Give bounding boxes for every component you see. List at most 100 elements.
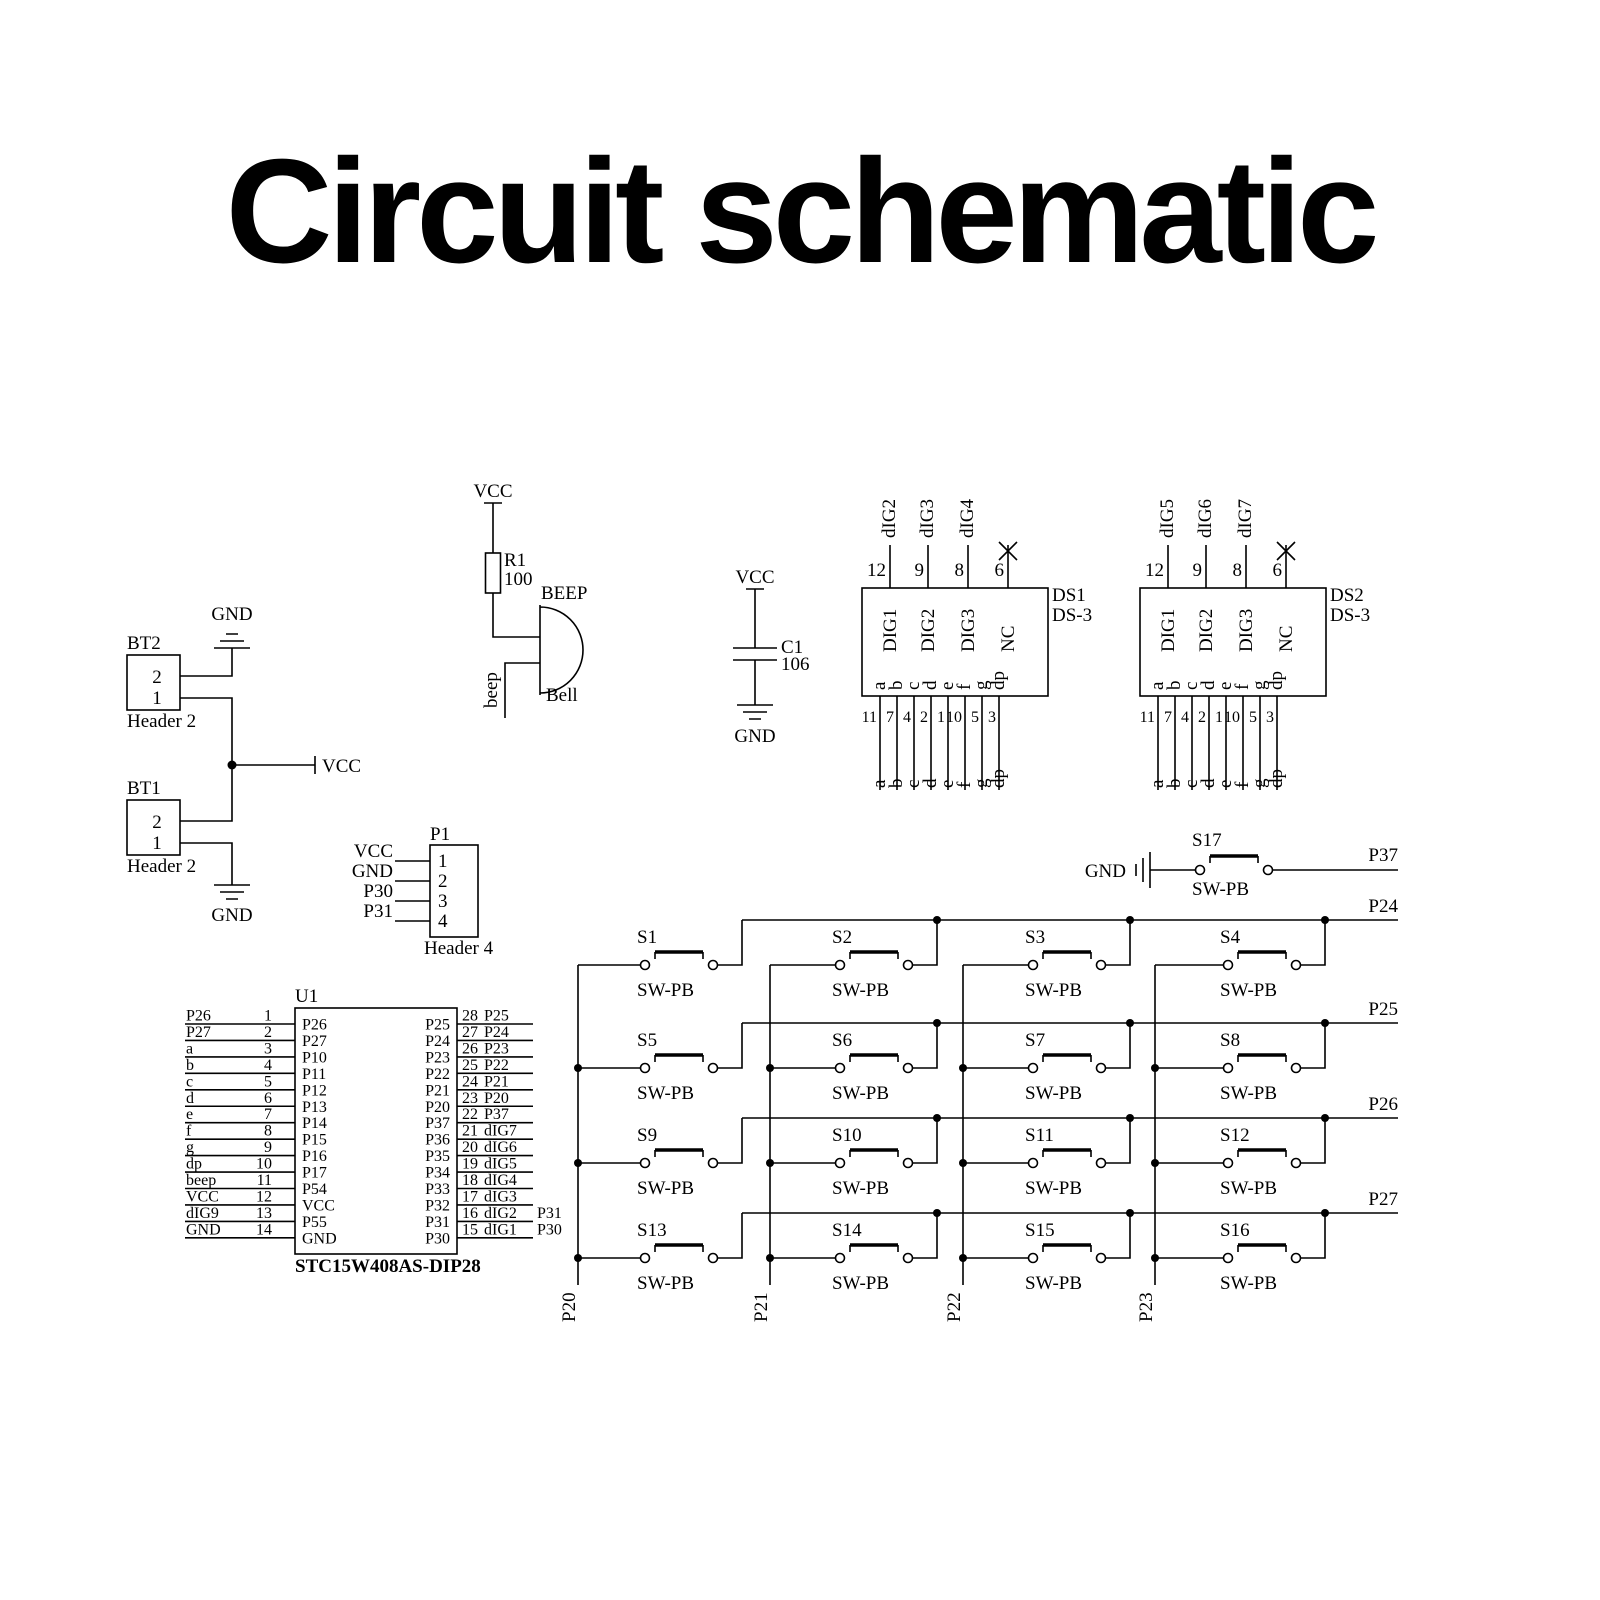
p1-net-1: VCC <box>354 841 393 862</box>
pin-name: P11 <box>302 1066 326 1083</box>
pin-name: DIG1 <box>880 609 901 652</box>
p1-pin-2: 2 <box>438 871 448 892</box>
switch-terminal-left <box>834 959 846 971</box>
junction-dot <box>1126 916 1134 924</box>
pin-number: 4 <box>1181 709 1189 726</box>
switch-ref: S6 <box>832 1030 852 1051</box>
s17-terminal-right <box>1262 864 1274 876</box>
p1-type: Header 4 <box>424 938 494 959</box>
pin-number: 13 <box>256 1205 272 1222</box>
mcu-ref: U1 <box>295 986 318 1007</box>
pin-number: 1 <box>1215 709 1223 726</box>
switch-terminal-left <box>834 1252 846 1264</box>
switch-terminal-left <box>1027 1062 1039 1074</box>
junction-dot <box>766 1064 774 1072</box>
net-label: P25 <box>484 1008 509 1025</box>
pin-name: P27 <box>302 1033 327 1050</box>
net-label: b <box>186 1057 194 1074</box>
junction-dot <box>1151 1159 1159 1167</box>
switch-ref: S9 <box>637 1125 657 1146</box>
capacitor-ref: C1 <box>781 637 803 658</box>
junction-dot <box>933 1114 941 1122</box>
switch-actuator-ticks <box>654 1055 704 1062</box>
pin-name: P23 <box>425 1049 450 1066</box>
pin-number: 14 <box>256 1221 272 1238</box>
bell-symbol <box>539 605 584 695</box>
pin-number: 10 <box>1224 709 1240 726</box>
net-label-vcc: VCC <box>735 567 774 588</box>
pin-number: 9 <box>915 560 925 581</box>
pin-name: P26 <box>302 1017 327 1034</box>
switch-actuator-ticks <box>1042 1150 1092 1157</box>
buzzer-ref: BEEP <box>541 583 587 604</box>
pin-number: 6 <box>264 1090 272 1107</box>
net-label: dIG6 <box>484 1139 517 1156</box>
net-label: P23 <box>484 1040 509 1057</box>
net-label: dIG4 <box>484 1172 517 1189</box>
pin-name: P25 <box>425 1017 450 1034</box>
net-label: d <box>186 1090 194 1107</box>
display-body <box>1139 587 1327 697</box>
page-title: Circuit schematic <box>226 129 1375 294</box>
net-label: c <box>1181 780 1202 788</box>
junction-dot <box>1126 1209 1134 1217</box>
junction-dot <box>766 1159 774 1167</box>
p1-net-3: P30 <box>363 881 393 902</box>
bt1-pin-2: 2 <box>152 812 162 833</box>
net-label: P20 <box>484 1090 509 1107</box>
pin-number: 8 <box>264 1123 272 1140</box>
pin-number: 9 <box>264 1139 272 1156</box>
pin-number: 7 <box>886 709 894 726</box>
net-label: a <box>186 1040 193 1057</box>
switch-actuator-ticks <box>849 1150 899 1157</box>
pin-name: P37 <box>425 1115 450 1132</box>
pin-name: DIG3 <box>958 609 979 652</box>
switch-terminal-left <box>1222 1157 1234 1169</box>
pin-number: 22 <box>462 1106 478 1123</box>
switch-right-wire <box>717 1213 743 1259</box>
pin-name: P13 <box>302 1099 327 1116</box>
switch-terminal-left <box>834 1157 846 1169</box>
pin-number: 6 <box>995 560 1005 581</box>
resistor-ref: R1 <box>504 550 526 571</box>
pin-name: d <box>920 680 941 690</box>
pin-name: P31 <box>425 1214 450 1231</box>
pin-number: 7 <box>1164 709 1172 726</box>
pin-name: P15 <box>302 1132 327 1149</box>
net-label: dIG4 <box>957 498 978 538</box>
pin-name: P21 <box>425 1082 450 1099</box>
buzzer-type: Bell <box>546 685 578 706</box>
net-label: e <box>186 1106 193 1123</box>
column-net-label: P22 <box>944 1292 965 1322</box>
display-type: DS-3 <box>1052 605 1092 626</box>
pin-name: c <box>903 682 924 690</box>
switch-terminal-left <box>639 1252 651 1264</box>
display-section: DS1DS-312DIG1dIG29DIG2dIG38DIG3dIG46NC11… <box>861 498 1370 790</box>
pin-number: 5 <box>1249 709 1257 726</box>
net-label: dIG3 <box>484 1188 517 1205</box>
net-label: e <box>1215 780 1236 788</box>
net-label: dIG3 <box>917 499 938 538</box>
pin-name: g <box>1249 680 1270 690</box>
switch-actuator-ticks <box>1042 1245 1092 1252</box>
pin-name: VCC <box>302 1197 335 1214</box>
pin-number: 19 <box>462 1156 478 1173</box>
switch-type: SW-PB <box>1220 1178 1277 1199</box>
pin-name: P22 <box>425 1066 450 1083</box>
pin-number: 12 <box>256 1188 272 1205</box>
switch-type: SW-PB <box>1025 980 1082 1001</box>
switch-right-wire <box>1300 1213 1326 1259</box>
display-DS1: DS1DS-312DIG1dIG29DIG2dIG38DIG3dIG46NC11… <box>861 498 1092 790</box>
junction-dot <box>227 760 237 770</box>
p1-ref: P1 <box>430 824 450 845</box>
header4-section: P1 VCC GND P30 P31 1 2 3 4 Header 4 <box>352 824 494 959</box>
switch-terminal-left <box>834 1062 846 1074</box>
junction-dot <box>1126 1019 1134 1027</box>
bt2-pin-2: 2 <box>152 667 162 688</box>
